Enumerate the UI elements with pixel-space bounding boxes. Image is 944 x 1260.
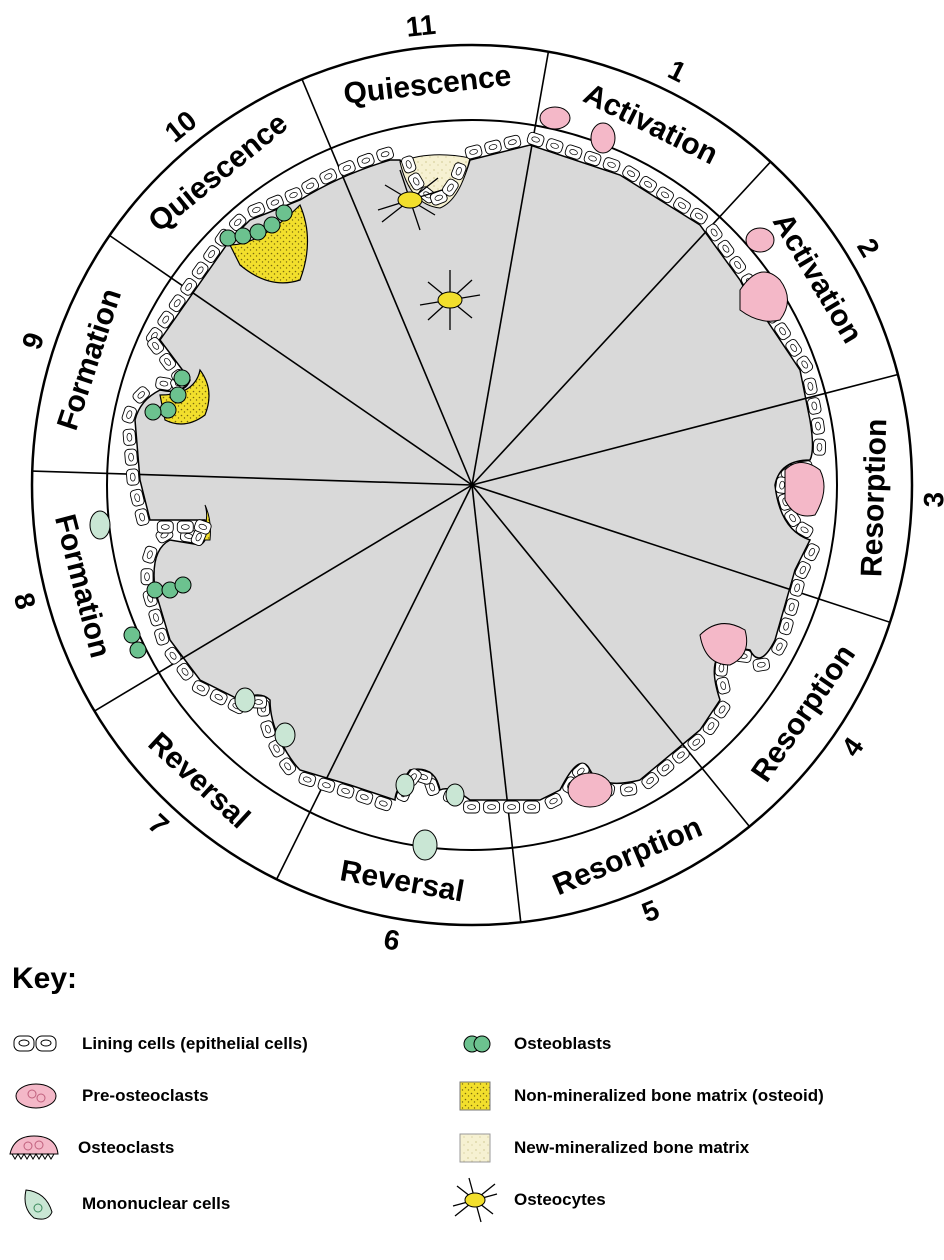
sector-number: 2 [851, 233, 886, 262]
lining-cell [123, 429, 136, 446]
lining-cell [177, 521, 193, 533]
sector-number: 6 [381, 923, 402, 956]
sector-number: 3 [918, 491, 944, 508]
sector-number: 5 [637, 894, 663, 929]
key-item-lining: Lining cells (epithelial cells) [12, 1024, 308, 1064]
key-label: Lining cells (epithelial cells) [82, 1034, 308, 1054]
sector-label: Quiescence [342, 59, 513, 110]
key-item-mononuclear: Mononuclear cells [18, 1184, 230, 1224]
key-title: Key: [12, 962, 77, 996]
key-item-osteoclast: Osteoclasts [6, 1128, 174, 1168]
osteoblast-icon [462, 1032, 492, 1056]
key-item-osteoblast: Osteoblasts [462, 1024, 611, 1064]
sector-number: 1 [663, 54, 691, 89]
sector-number: 9 [16, 329, 50, 353]
mononuclear-cell-icon [18, 1184, 60, 1224]
key-item-osteocyte: Osteocytes [450, 1180, 606, 1220]
key-label: Osteoblasts [514, 1034, 611, 1054]
lining-cell [813, 439, 826, 455]
sector-number: 4 [835, 731, 870, 762]
key-label: Osteocytes [514, 1190, 606, 1210]
pre-osteoclast-icon [12, 1081, 60, 1111]
key-label: Osteoclasts [78, 1138, 174, 1158]
key-item-osteoid: Non-mineralized bone matrix (osteoid) [458, 1076, 824, 1116]
lining-cell [157, 521, 173, 533]
sector-label: Formation [51, 285, 128, 435]
lining-cell [124, 449, 137, 466]
sector-label: Reversal [338, 854, 467, 908]
lining-cell [752, 658, 770, 672]
key-item-pre-osteoclast: Pre-osteoclasts [12, 1076, 209, 1116]
lining-cell [504, 801, 520, 813]
sector-label: Resorption [548, 810, 707, 902]
key-label: Non-mineralized bone matrix (osteoid) [514, 1086, 824, 1106]
sector-number: 8 [8, 590, 42, 613]
key-label: New-mineralized bone matrix [514, 1138, 749, 1158]
key-label: Mononuclear cells [82, 1194, 230, 1214]
lining-cells-icon [12, 1033, 60, 1055]
lining-cell [620, 782, 638, 796]
key-label: Pre-osteoclasts [82, 1086, 209, 1106]
osteoid-swatch-icon [458, 1080, 492, 1112]
lining-cell [155, 376, 173, 390]
osteocyte-icon [450, 1175, 500, 1225]
mineralized-matrix-swatch-icon [458, 1132, 492, 1164]
lining-cell [126, 469, 139, 486]
sector-number: 7 [142, 808, 174, 841]
sector-number: 11 [404, 9, 437, 43]
lining-cell [811, 417, 825, 434]
osteoclast-icon [6, 1132, 62, 1164]
lining-cell [484, 801, 500, 813]
lining-cell [464, 801, 480, 813]
lining-cell [524, 801, 540, 813]
sector-label: Resorption [855, 418, 893, 577]
key-item-new-matrix: New-mineralized bone matrix [458, 1128, 749, 1168]
